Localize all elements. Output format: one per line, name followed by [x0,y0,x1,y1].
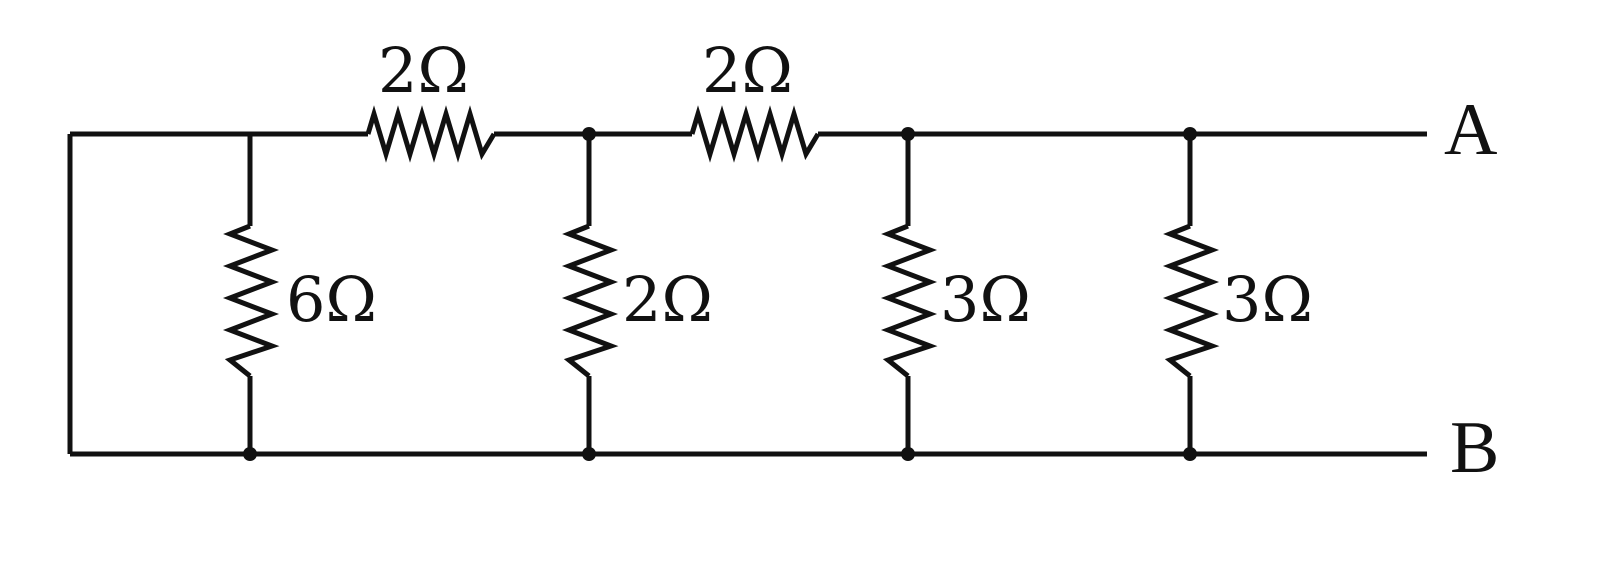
series-resistor-1 [365,105,497,163]
shunt-resistor-2-label: 2Ω [622,263,713,336]
shunt-resistor-3 [880,223,938,378]
junction-dot [582,447,596,461]
junction-dot [1183,127,1197,141]
shunt-resistor-2 [561,223,619,378]
series-resistor-2-label: 2Ω [702,34,793,107]
shunt-resistor-1 [222,223,280,378]
junction-dot [901,127,915,141]
resistors [222,105,1220,378]
terminal-b-label: B [1450,407,1499,489]
junction-dot [901,447,915,461]
shunt-resistor-4-label: 3Ω [1222,263,1313,336]
labels: 2Ω 2Ω 6Ω 2Ω 3Ω 3Ω [286,34,1313,336]
wires [67,131,1427,457]
shunt-resistor-1-label: 6Ω [286,263,377,336]
junctions [243,127,1197,461]
series-resistor-1-label: 2Ω [378,34,469,107]
junction-dot [582,127,596,141]
series-resistor-2 [689,105,821,163]
junction-dot [1183,447,1197,461]
shunt-resistor-4 [1162,223,1220,378]
terminal-a-label: A [1444,89,1497,171]
junction-dot [243,447,257,461]
shunt-resistor-3-label: 3Ω [940,263,1031,336]
terminals: A B [1444,89,1499,489]
